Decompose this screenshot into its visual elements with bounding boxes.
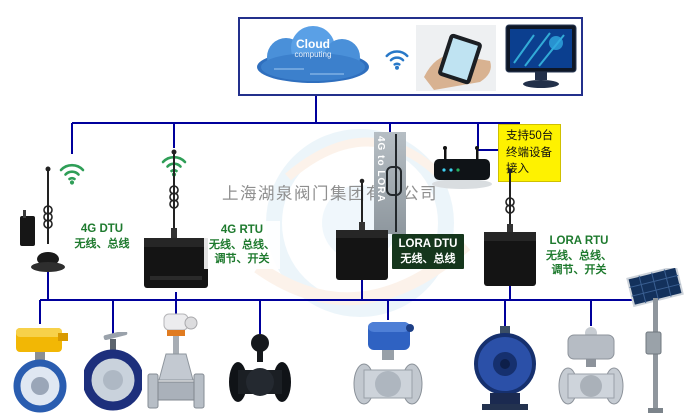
valve-butterfly-electric-yellow (13, 328, 68, 413)
phone-in-hand-image (416, 25, 496, 91)
callout-terminal-capacity: 支持50台 终端设备 接入 (498, 124, 562, 183)
label-lora-dtu-line1: 无线、总线 (400, 252, 456, 265)
label-4g-rtu-line2: 调节、开关 (214, 253, 270, 266)
gateway-antenna-4g-to-lora: 4G to LORA (374, 132, 406, 234)
device-lora-rtu-box (484, 168, 536, 286)
antenna-rod (395, 134, 397, 232)
label-4g-rtu-line1: 无线、总线、 (209, 238, 275, 251)
label-lora-rtu-line2: 调节、开关 (551, 264, 607, 277)
label-lora-dtu-title: LORA DTU (398, 238, 458, 250)
callout-line2: 终端设备 (506, 146, 552, 159)
device-4g-rtu-box (144, 149, 208, 288)
label-4g-dtu-line1: 无线、总线 (74, 237, 130, 250)
valve-ball-electric-gray (558, 327, 624, 405)
label-4g-dtu-title: 4G DTU (80, 223, 124, 235)
cloud-panel: Cloud computing (238, 17, 583, 96)
valve-butterfly-manual-blue (84, 332, 142, 411)
cloud-icon (257, 26, 369, 83)
valve-ball-electric-blue (353, 322, 423, 405)
label-4g-rtu-title: 4G RTU (220, 224, 264, 236)
antenna-coil (386, 166, 402, 196)
wifi-icon (385, 50, 409, 70)
label-lora-rtu-line1: 无线、总线、 (546, 249, 612, 262)
device-lora-dtu-box (336, 178, 388, 280)
wifi-icon-4g-dtu (59, 163, 85, 185)
valve-gate-electric (147, 313, 205, 409)
label-lora-rtu: LORA RTU 无线、总线、 调节、开关 (540, 232, 618, 280)
callout-line1: 支持50台 (506, 130, 554, 142)
label-4g-dtu: 4G DTU 无线、总线 (66, 220, 138, 254)
gateway-label: 4G to LORA (375, 136, 386, 203)
valve-ball-black (229, 334, 291, 402)
device-4g-dtu-antenna (20, 166, 65, 272)
valve-butterfly-gear-blue (474, 326, 536, 410)
label-4g-rtu: 4G RTU 无线、总线、 调节、开关 (204, 221, 280, 269)
monitor-image (505, 24, 577, 88)
router-device (432, 146, 492, 189)
solar-panel-pole (626, 268, 684, 413)
label-lora-rtu-title: LORA RTU (549, 235, 609, 247)
label-lora-dtu: LORA DTU 无线、总线 (392, 234, 464, 270)
